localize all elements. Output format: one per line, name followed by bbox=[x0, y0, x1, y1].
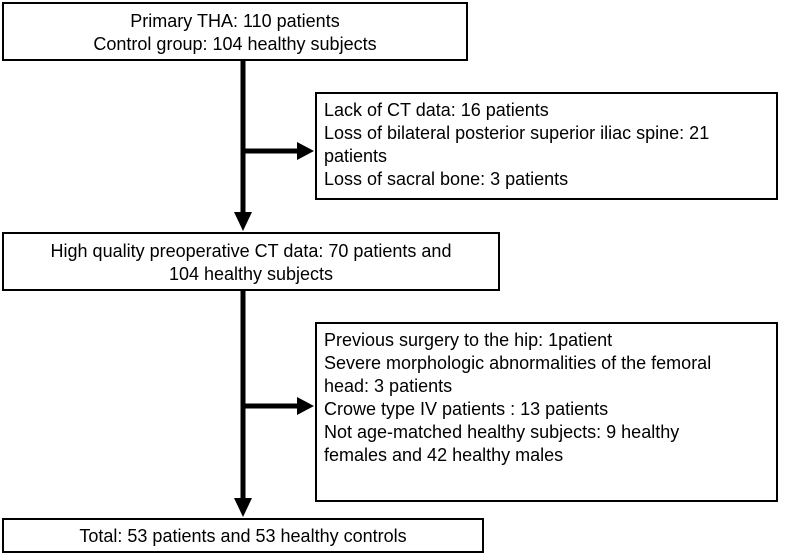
exclusion-2-line-3: head: 3 patients bbox=[324, 376, 453, 396]
arrowhead-exclusion-2 bbox=[297, 397, 314, 415]
exclusion-2-line-5: Not age-matched healthy subjects: 9 heal… bbox=[324, 422, 680, 442]
exclusion-1-line-1: Lack of CT data: 16 patients bbox=[324, 100, 549, 120]
start-line-2: Control group: 104 healthy subjects bbox=[93, 34, 377, 54]
intermediate-line-2: 104 healthy subjects bbox=[168, 264, 334, 284]
exclusion-box-1: Lack of CT data: 16 patients Loss of bil… bbox=[315, 92, 778, 200]
intermediate-box: High quality preoperative CT data: 70 pa… bbox=[2, 232, 500, 291]
exclusion-2-line-2: Severe morphologic abnormalities of the … bbox=[324, 353, 712, 373]
exclusion-2-line-1: Previous surgery to the hip: 1patient bbox=[324, 330, 613, 350]
final-box: Total: 53 patients and 53 healthy contro… bbox=[2, 518, 484, 553]
exclusion-1-line-2: Loss of bilateral posterior superior ili… bbox=[324, 123, 710, 143]
start-box: Primary THA: 110 patients Control group:… bbox=[2, 2, 468, 61]
exclusion-box-2: Previous surgery to the hip: 1patient Se… bbox=[315, 322, 778, 502]
exclusion-2-line-4: Crowe type IV patients : 13 patients bbox=[324, 399, 609, 419]
intermediate-line-1: High quality preoperative CT data: 70 pa… bbox=[50, 241, 452, 261]
arrowhead-final bbox=[234, 498, 252, 517]
final-line-1: Total: 53 patients and 53 healthy contro… bbox=[79, 526, 407, 546]
arrowhead-exclusion-1 bbox=[297, 142, 314, 160]
exclusion-1-line-3: patients bbox=[324, 146, 388, 166]
start-line-1: Primary THA: 110 patients bbox=[130, 11, 340, 31]
exclusion-1-line-4: Loss of sacral bone: 3 patients bbox=[324, 169, 569, 189]
arrowhead-intermediate bbox=[234, 212, 252, 231]
exclusion-2-line-6: females and 42 healthy males bbox=[324, 445, 564, 465]
